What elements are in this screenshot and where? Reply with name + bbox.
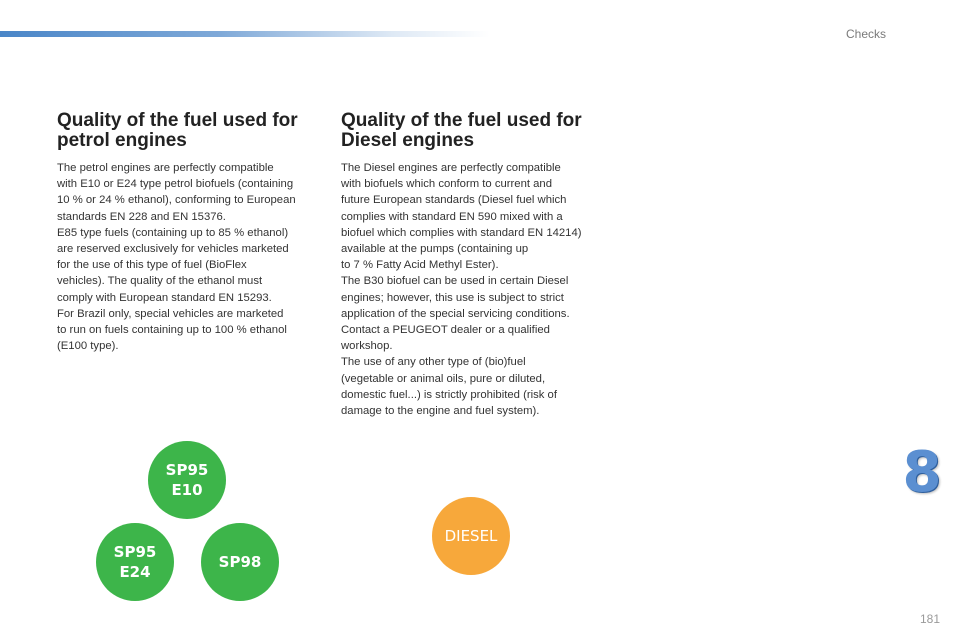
text-line: damage to the engine and fuel system). xyxy=(341,405,540,418)
text-line: with biofuels which conform to current a… xyxy=(341,178,552,191)
petrol-heading-line1: Quality of the fuel used for xyxy=(57,110,298,131)
text-line: with E10 or E24 type petrol biofuels (co… xyxy=(57,178,294,191)
text-line: For Brazil only, special vehicles are ma… xyxy=(57,307,284,320)
text-line: engines; however, this use is subject to… xyxy=(341,291,564,304)
text-line: for the use of this type of fuel (BioFle… xyxy=(57,259,247,272)
petrol-body-text: The petrol engines are perfectly compati… xyxy=(57,160,321,354)
text-line: The Diesel engines are perfectly compati… xyxy=(341,162,561,174)
diesel-fuel-badge: DIESEL xyxy=(432,497,510,575)
sp95-e10-fuel-badge: SP95 E10 xyxy=(148,441,226,519)
chapter-number: 8 xyxy=(902,440,942,505)
header-accent-bar xyxy=(0,31,490,37)
text-line: are reserved exclusively for vehicles ma… xyxy=(57,243,289,256)
text-line: (E100 type). xyxy=(57,340,119,353)
section-title: Checks xyxy=(845,27,886,41)
text-line: complies with standard EN 590 mixed with… xyxy=(341,210,563,223)
diesel-fuel-section: Quality of the fuel used for Diesel engi… xyxy=(341,111,605,419)
diesel-heading-line2: Diesel engines xyxy=(341,130,475,151)
text-line: vehicles). The quality of the ethanol mu… xyxy=(57,275,263,288)
text-line: The petrol engines are perfectly compati… xyxy=(57,162,274,174)
text-line: domestic fuel...) is strictly prohibited… xyxy=(341,388,557,401)
sp95-e24-fuel-badge: SP95 E24 xyxy=(96,523,174,601)
text-line: standards EN 228 and EN 15376. xyxy=(57,210,226,223)
text-line: workshop. xyxy=(341,340,393,353)
sp98-fuel-badge: SP98 xyxy=(201,523,279,601)
diesel-heading: Quality of the fuel used for Diesel engi… xyxy=(341,111,605,151)
text-line: comply with European standard EN 15293. xyxy=(57,291,272,304)
text-line: E85 type fuels (containing up to 85 % et… xyxy=(57,226,289,239)
badge-label-line1: SP98 xyxy=(218,553,262,571)
diesel-body-text: The Diesel engines are perfectly compati… xyxy=(341,160,605,419)
badge-label-line1: DIESEL xyxy=(444,527,498,545)
petrol-fuel-section: Quality of the fuel used for petrol engi… xyxy=(57,111,321,354)
text-line: (vegetable or animal oils, pure or dilut… xyxy=(341,372,546,385)
petrol-heading: Quality of the fuel used for petrol engi… xyxy=(57,111,321,151)
petrol-heading-line2: petrol engines xyxy=(57,130,187,151)
text-line: to run on fuels containing up to 100 % e… xyxy=(57,324,287,337)
badge-label-line2: E10 xyxy=(171,481,203,499)
badge-label-line2: E24 xyxy=(119,563,151,581)
text-line: The B30 biofuel can be used in certain D… xyxy=(341,275,569,288)
badge-label-line1: SP95 xyxy=(113,543,157,561)
text-line: future European standards (Diesel fuel w… xyxy=(341,194,567,207)
badge-label-line1: SP95 xyxy=(165,461,209,479)
text-line: application of the special servicing con… xyxy=(341,307,570,320)
text-line: available at the pumps (containing up xyxy=(341,243,529,256)
text-line: 10 % or 24 % ethanol), conforming to Eur… xyxy=(57,194,296,207)
text-line: biofuel which complies with standard EN … xyxy=(341,226,582,239)
text-line: to 7 % Fatty Acid Methyl Ester). xyxy=(341,259,499,272)
text-line: The use of any other type of (bio)fuel xyxy=(341,356,526,369)
page-number: 181 xyxy=(919,612,940,626)
diesel-heading-line1: Quality of the fuel used for xyxy=(341,110,582,131)
text-line: Contact a PEUGEOT dealer or a qualified xyxy=(341,324,550,337)
